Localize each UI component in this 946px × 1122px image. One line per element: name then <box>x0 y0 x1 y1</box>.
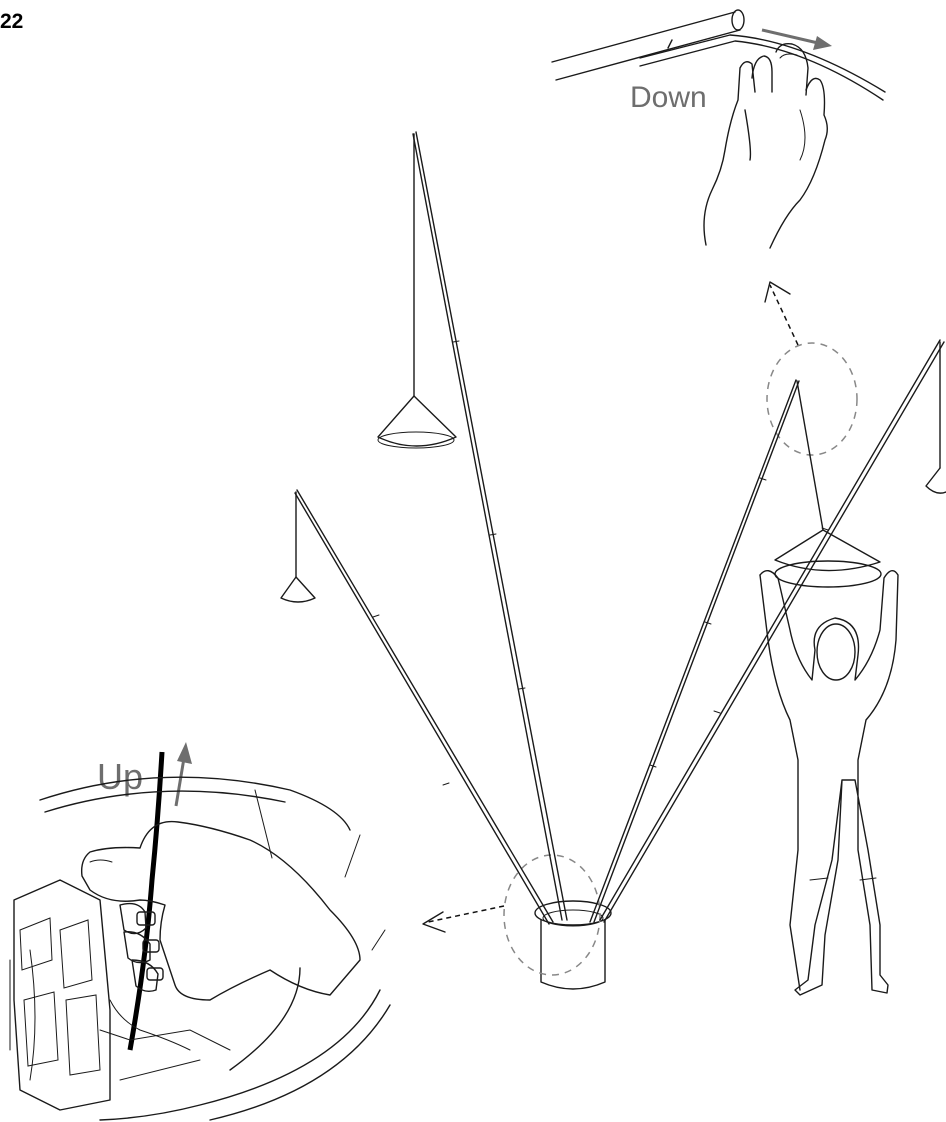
hand-gripping-icon <box>80 820 361 1001</box>
person-lifting-shade <box>759 529 899 996</box>
lamp-base <box>422 854 612 990</box>
rod-4 <box>599 339 946 923</box>
rod-3 <box>589 379 824 923</box>
step-number: 22 <box>0 10 24 33</box>
cable-black <box>127 751 165 1051</box>
socket-assembly <box>9 879 231 1111</box>
arrow-right-icon <box>761 28 832 50</box>
label-up: Up <box>97 756 143 797</box>
rod-1 <box>377 131 568 921</box>
rod-joints <box>372 340 829 786</box>
arrow-up-icon <box>174 742 192 807</box>
shade-rim <box>39 776 391 1121</box>
rod-2 <box>280 489 554 925</box>
detail-pull-down: Down <box>551 9 886 249</box>
hand-pulling-icon <box>703 42 828 249</box>
lamp-rods <box>280 131 946 925</box>
detail-pull-up: Up <box>9 742 391 1121</box>
callout-top <box>764 281 858 456</box>
label-down: Down <box>630 81 707 114</box>
rod-with-cable <box>551 9 886 101</box>
